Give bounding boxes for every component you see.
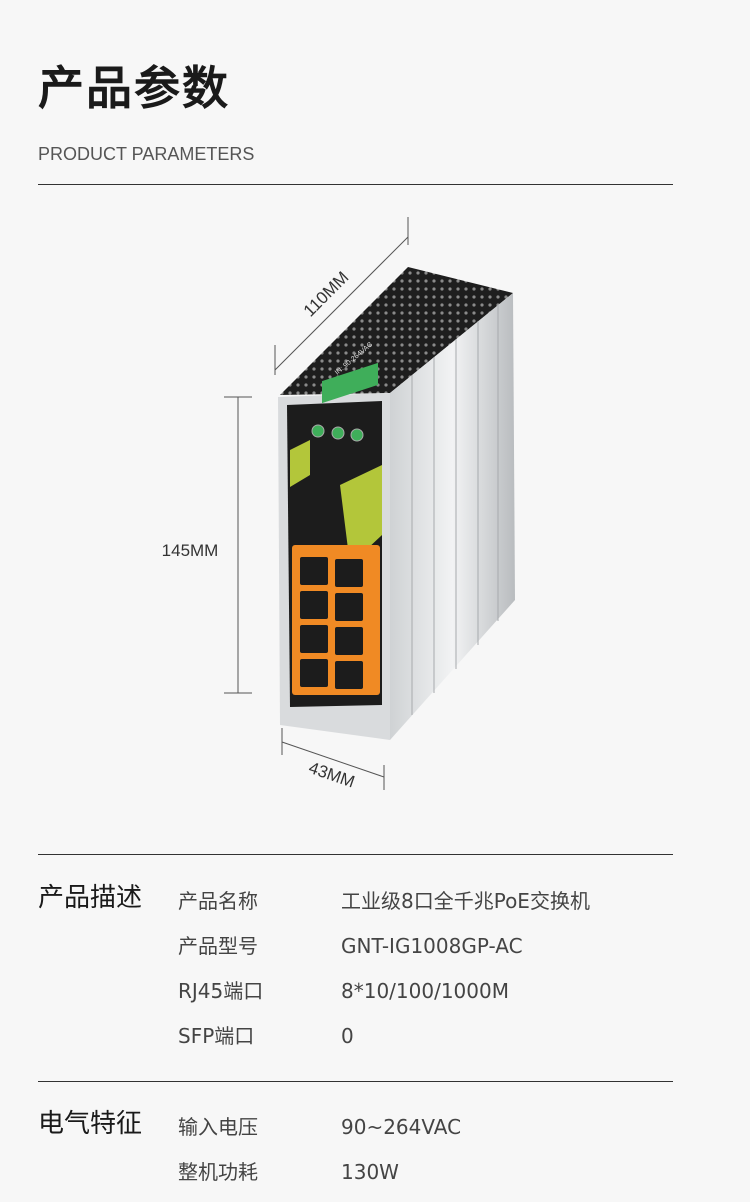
section-divider-1 xyxy=(38,854,673,855)
top-vent-surface xyxy=(280,267,513,395)
spec-key: SFP端口 xyxy=(178,1024,255,1048)
spec-key: 产品型号 xyxy=(178,934,258,958)
page-title: 产品参数 xyxy=(38,61,230,115)
height-dimension-line xyxy=(224,396,252,694)
rj45-ports xyxy=(300,557,363,689)
spec-value: 90~264VAC xyxy=(341,1115,462,1139)
spec-key: RJ45端口 xyxy=(178,979,264,1003)
spec-key: 输入电压 xyxy=(178,1115,258,1139)
depth-dimension-line xyxy=(274,217,409,375)
decorative-pattern xyxy=(290,440,382,565)
spec-value: GNT-IG1008GP-AC xyxy=(341,934,523,958)
spec-value: 工业级8口全千兆PoE交换机 xyxy=(341,889,590,913)
heatsink-fins xyxy=(411,305,499,715)
header-divider xyxy=(38,184,673,185)
section-label-description: 产品描述 xyxy=(38,883,143,913)
power-terminal xyxy=(322,362,378,404)
width-label: 43MM xyxy=(306,758,357,791)
product-illustration: 110MM 145MM 43MM xyxy=(150,205,570,825)
spec-value: 0 xyxy=(341,1024,354,1048)
spec-value: 130W xyxy=(341,1160,399,1184)
spec-value: 8*10/100/1000M xyxy=(341,979,509,1003)
spec-key: 产品名称 xyxy=(178,889,258,913)
page-subtitle: PRODUCT PARAMETERS xyxy=(38,144,255,164)
depth-label: 110MM xyxy=(300,268,353,321)
section-divider-2 xyxy=(38,1081,673,1082)
side-heatsink xyxy=(390,293,515,740)
switch-drawing: 110MM 145MM 43MM xyxy=(162,217,515,791)
section-label-electrical: 电气特征 xyxy=(38,1109,143,1139)
spec-key: 整机功耗 xyxy=(178,1160,258,1184)
status-leds xyxy=(311,424,364,442)
height-label: 145MM xyxy=(162,541,219,560)
width-dimension-line xyxy=(281,728,385,790)
